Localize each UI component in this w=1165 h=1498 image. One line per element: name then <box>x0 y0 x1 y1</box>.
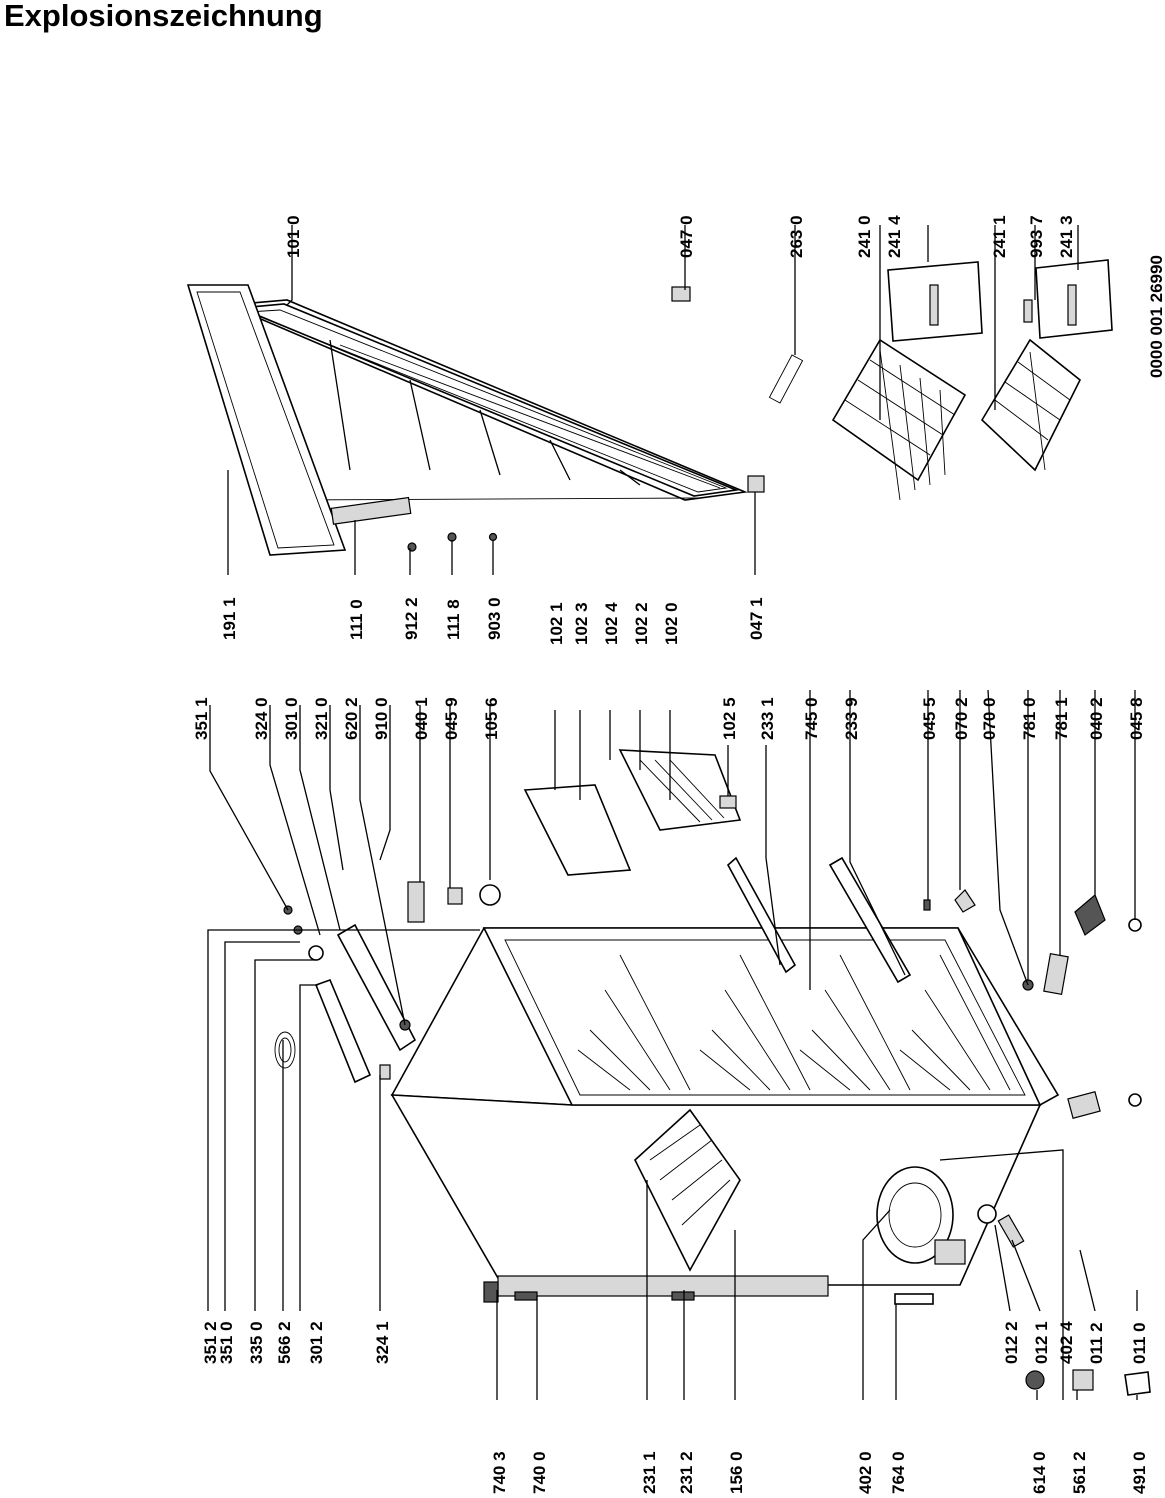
part-label: 040 2 <box>1087 697 1106 740</box>
part-label: 045 8 <box>1127 697 1146 740</box>
door-drawing <box>186 284 765 556</box>
part-label: 614 0 <box>1030 1451 1049 1494</box>
part-label: 045 5 <box>920 697 939 740</box>
part-label: 111 0 <box>347 599 366 640</box>
part-label: 102 5 <box>720 697 739 740</box>
part-label: 105 6 <box>482 697 501 740</box>
part-label: 231 2 <box>677 1451 696 1494</box>
part-label: 301 0 <box>282 697 301 740</box>
part-label: 764 0 <box>889 1451 908 1494</box>
part-label: 351 0 <box>217 1321 236 1364</box>
part-label: 324 0 <box>252 697 271 740</box>
part-label: 040 1 <box>412 697 431 740</box>
part-label: 740 3 <box>490 1451 509 1494</box>
part-label: 231 1 <box>640 1451 659 1494</box>
part-label: 351 2 <box>201 1321 220 1364</box>
part-label: 111 8 <box>444 599 463 640</box>
part-label: 011 2 <box>1087 1322 1106 1364</box>
part-label: 740 0 <box>530 1451 549 1494</box>
part-label: 745 0 <box>802 697 821 740</box>
part-label: 566 2 <box>275 1321 294 1364</box>
part-label: 301 2 <box>307 1321 326 1364</box>
part-label: 070 0 <box>980 697 999 740</box>
part-label: 102 4 <box>602 602 621 645</box>
part-label: 912 2 <box>402 597 421 640</box>
part-label: 102 2 <box>632 602 651 645</box>
part-label: 241 3 <box>1057 215 1076 258</box>
part-label: 102 3 <box>572 602 591 645</box>
part-label: 102 0 <box>662 602 681 645</box>
part-label: 241 1 <box>990 215 1009 258</box>
part-label: 233 9 <box>842 697 861 740</box>
part-label: 045 9 <box>442 697 461 740</box>
part-label: 781 0 <box>1020 697 1039 740</box>
part-label: 402 0 <box>856 1451 875 1494</box>
part-label: 070 2 <box>952 697 971 740</box>
document-number: 0000 001 26990 <box>1147 255 1165 378</box>
part-label: 335 0 <box>247 1321 266 1364</box>
part-label: 047 1 <box>747 597 766 640</box>
part-label: 156 0 <box>727 1451 746 1494</box>
part-label: 012 1 <box>1032 1321 1051 1364</box>
exploded-drawing <box>186 225 1151 1400</box>
part-label: 241 4 <box>885 215 904 258</box>
part-label: 012 2 <box>1002 1321 1021 1364</box>
part-label: 241 0 <box>855 215 874 258</box>
part-label: 402 4 <box>1057 1321 1076 1364</box>
part-label: 233 1 <box>758 697 777 740</box>
part-label: 910 0 <box>372 697 391 740</box>
cabinet-drawing <box>274 749 1151 1396</box>
part-label: 993 7 <box>1027 215 1046 258</box>
part-label: 011 0 <box>1130 1322 1149 1364</box>
part-label: 047 0 <box>677 215 696 258</box>
part-label: 561 2 <box>1070 1451 1089 1494</box>
part-label: 620 2 <box>342 697 361 740</box>
page-title: Explosionszeichnung <box>4 0 323 33</box>
part-label: 102 1 <box>547 602 566 645</box>
leader-lines <box>207 225 1138 1400</box>
part-label: 101 0 <box>284 215 303 258</box>
part-label: 321 0 <box>312 697 331 740</box>
part-label: 491 0 <box>1130 1451 1149 1494</box>
part-label: 781 1 <box>1052 697 1071 740</box>
part-label: 324 1 <box>373 1321 392 1364</box>
part-label: 263 0 <box>787 215 806 258</box>
basket-drawing <box>768 259 1113 501</box>
part-label: 903 0 <box>485 597 504 640</box>
part-labels: 351 2 351 0 335 0 566 2 301 2 324 1 351 … <box>192 215 1165 1494</box>
part-label: 191 1 <box>220 597 239 640</box>
part-label: 351 1 <box>192 697 211 740</box>
